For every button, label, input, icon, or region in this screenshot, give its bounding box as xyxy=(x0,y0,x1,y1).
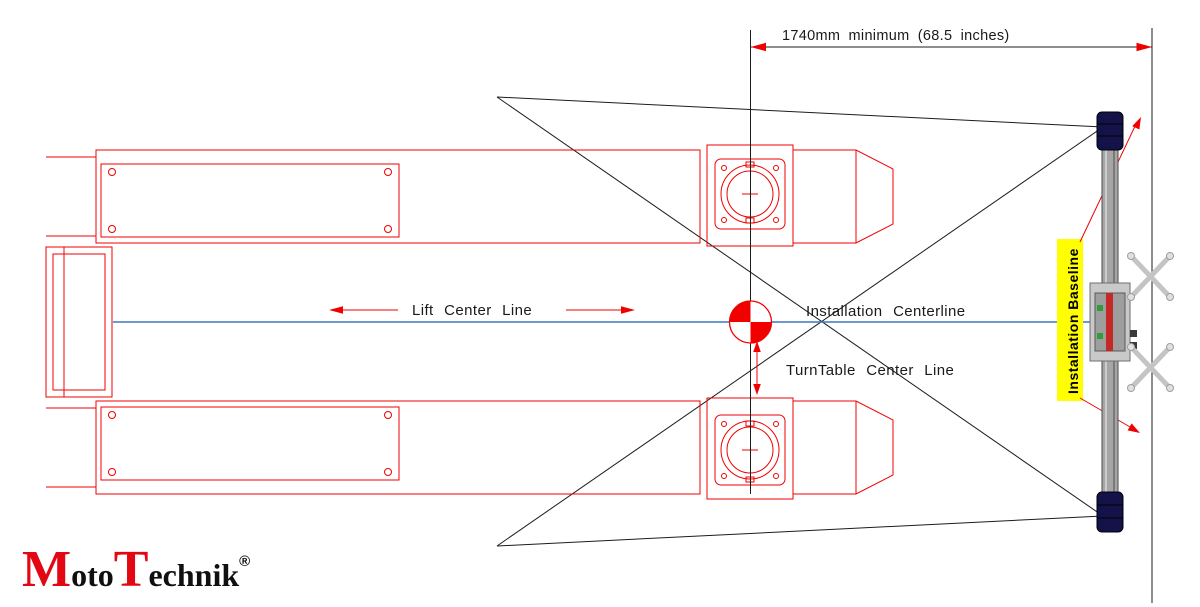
wheel-clamp-claws xyxy=(1128,253,1173,391)
dimension-arrow-left xyxy=(750,42,766,52)
baseline-leader-arrow-top xyxy=(1132,117,1141,130)
lift-centerline-arrow-left xyxy=(329,306,343,314)
mototechnik-logo: MotoTechnik® xyxy=(22,544,250,596)
dimension-arrow-right xyxy=(1136,42,1152,52)
measuring-beam xyxy=(1089,111,1174,533)
camera-sightlines xyxy=(496,96,1104,547)
lift-centerline-arrow-right xyxy=(621,306,635,314)
installation-baseline-label: Installation Baseline xyxy=(1065,248,1081,394)
top-runway xyxy=(46,149,701,244)
turntable-top xyxy=(706,144,894,247)
baseline-highlight xyxy=(1057,239,1083,401)
centerline-target-symbol xyxy=(728,300,773,344)
logo-letter-t: T xyxy=(113,541,149,598)
turntable-center-line-label: TurnTable Center Line xyxy=(786,362,954,379)
lift-base-unit xyxy=(45,246,113,398)
logo-echnik: echnik xyxy=(148,557,240,593)
installation-centerline-label: Installation Centerline xyxy=(806,303,965,320)
turntable-arrow-up xyxy=(753,341,761,352)
turntable-center-line-group: TurnTable Center Line xyxy=(753,341,954,395)
turntable-bottom xyxy=(706,397,894,500)
bottom-runway xyxy=(46,400,701,495)
logo-letter-m: M xyxy=(22,541,72,598)
camera-head-bottom xyxy=(1096,491,1124,533)
lift-center-line-group: Lift Center Line xyxy=(329,302,635,319)
claw-tips xyxy=(1127,252,1174,392)
center-target-assembly xyxy=(1089,282,1137,362)
logo-registered-mark: ® xyxy=(239,553,251,570)
baseline-leader-arrow-bottom xyxy=(1127,423,1140,433)
turntable-arrow-down xyxy=(753,384,761,395)
camera-head-top xyxy=(1096,111,1124,151)
lift-center-line-label: Lift Center Line xyxy=(412,302,532,319)
dimension-text: 1740mm minimum (68.5 inches) xyxy=(782,28,1010,44)
logo-oto: oto xyxy=(71,557,114,593)
installation-baseline-label-group: Installation Baseline xyxy=(1057,117,1141,433)
dimension-1740mm: 1740mm minimum (68.5 inches) xyxy=(750,28,1152,52)
